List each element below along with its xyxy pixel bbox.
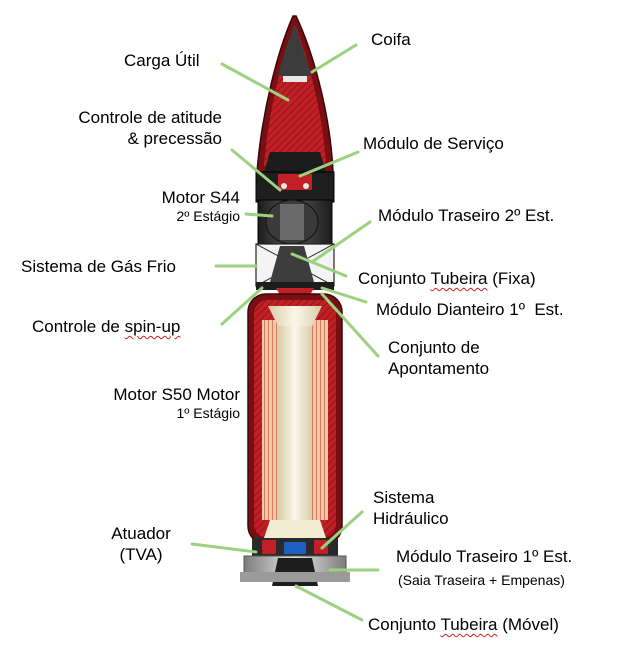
- leader-modulo-traseiro-2: [310, 220, 372, 264]
- label-sistema-hidraulico-line2: Hidráulico: [373, 509, 449, 528]
- label-tubeira-fixa-part1: Conjunto: [358, 269, 431, 288]
- label-tubeira-movel-part3: (Móvel): [497, 615, 559, 634]
- label-atuador: Atuador (TVA): [96, 523, 186, 565]
- label-modulo-traseiro-1: Módulo Traseiro 1º Est.: [396, 547, 573, 566]
- label-spin-up: Controle de spin-up: [32, 316, 180, 337]
- leader-tubeira-fixa: [290, 252, 348, 278]
- leader-atuador: [190, 542, 258, 554]
- leader-carga-util: [220, 62, 290, 102]
- aft-section: [240, 538, 350, 586]
- label-apontamento-line2: Apontamento: [388, 359, 490, 378]
- leader-coifa: [310, 43, 358, 74]
- label-tubeira-fixa-part3: (Fixa): [487, 269, 536, 288]
- label-tubeira-movel-part1: Conjunto: [368, 615, 441, 634]
- label-motor-s44: Motor S44 2º Estágio: [136, 187, 240, 225]
- label-spin-up-part1: Controle de: [32, 317, 125, 336]
- label-gas-frio: Sistema de Gás Frio: [21, 257, 176, 276]
- leader-controle-atitude: [230, 148, 282, 192]
- label-tubeira-movel: Conjunto Tubeira (Móvel): [368, 614, 559, 635]
- leader-motor-s44: [244, 212, 274, 218]
- label-tubeira-movel-part2: Tubeira: [440, 615, 498, 634]
- label-atuador-line2: (TVA): [119, 545, 163, 564]
- leader-modulo-servico: [298, 150, 360, 178]
- label-carga-util: Carga Útil: [124, 51, 200, 70]
- label-modulo-dianteiro-1: Módulo Dianteiro 1º Est.: [376, 300, 564, 319]
- label-controle-atitude-line1: Controle de atitude: [78, 108, 222, 127]
- label-sistema-hidraulico-line1: Sistema: [373, 488, 435, 507]
- label-sistema-hidraulico: Sistema Hidráulico: [373, 487, 449, 529]
- nose-cone: [256, 15, 334, 173]
- label-tubeira-fixa-part2: Tubeira: [430, 269, 488, 288]
- label-spin-up-part2: spin-up: [124, 317, 181, 336]
- motor-s44: [257, 199, 333, 245]
- label-apontamento-line1: Conjunto de: [388, 338, 480, 357]
- label-modulo-servico: Módulo de Serviço: [363, 134, 504, 153]
- label-atuador-line1: Atuador: [111, 524, 171, 543]
- label-coifa: Coifa: [371, 30, 411, 49]
- label-saia-traseira: (Saia Traseira + Empenas): [398, 572, 565, 588]
- label-motor-s44-title: Motor S44: [161, 188, 240, 207]
- label-motor-s50: Motor S50 Motor 1º Estágio: [70, 384, 240, 422]
- label-motor-s50-title: Motor S50 Motor: [113, 385, 240, 404]
- label-controle-atitude: Controle de atitude & precessão: [44, 107, 222, 149]
- label-controle-atitude-line2: & precessão: [127, 129, 223, 148]
- label-apontamento: Conjunto de Apontamento: [388, 337, 489, 379]
- leader-modulo-dianteiro-1: [320, 286, 368, 304]
- label-modulo-traseiro-2: Módulo Traseiro 2º Est.: [378, 206, 555, 225]
- leader-sistema-hidraulico: [320, 510, 364, 550]
- label-motor-s44-stage: 2º Estágio: [176, 208, 241, 224]
- label-tubeira-fixa: Conjunto Tubeira (Fixa): [358, 268, 536, 289]
- leader-apontamento: [320, 292, 380, 358]
- leader-spin-up: [220, 286, 264, 326]
- motor-s50: [247, 293, 343, 545]
- label-motor-s50-stage: 1º Estágio: [176, 405, 241, 421]
- leader-tubeira-movel: [294, 584, 364, 622]
